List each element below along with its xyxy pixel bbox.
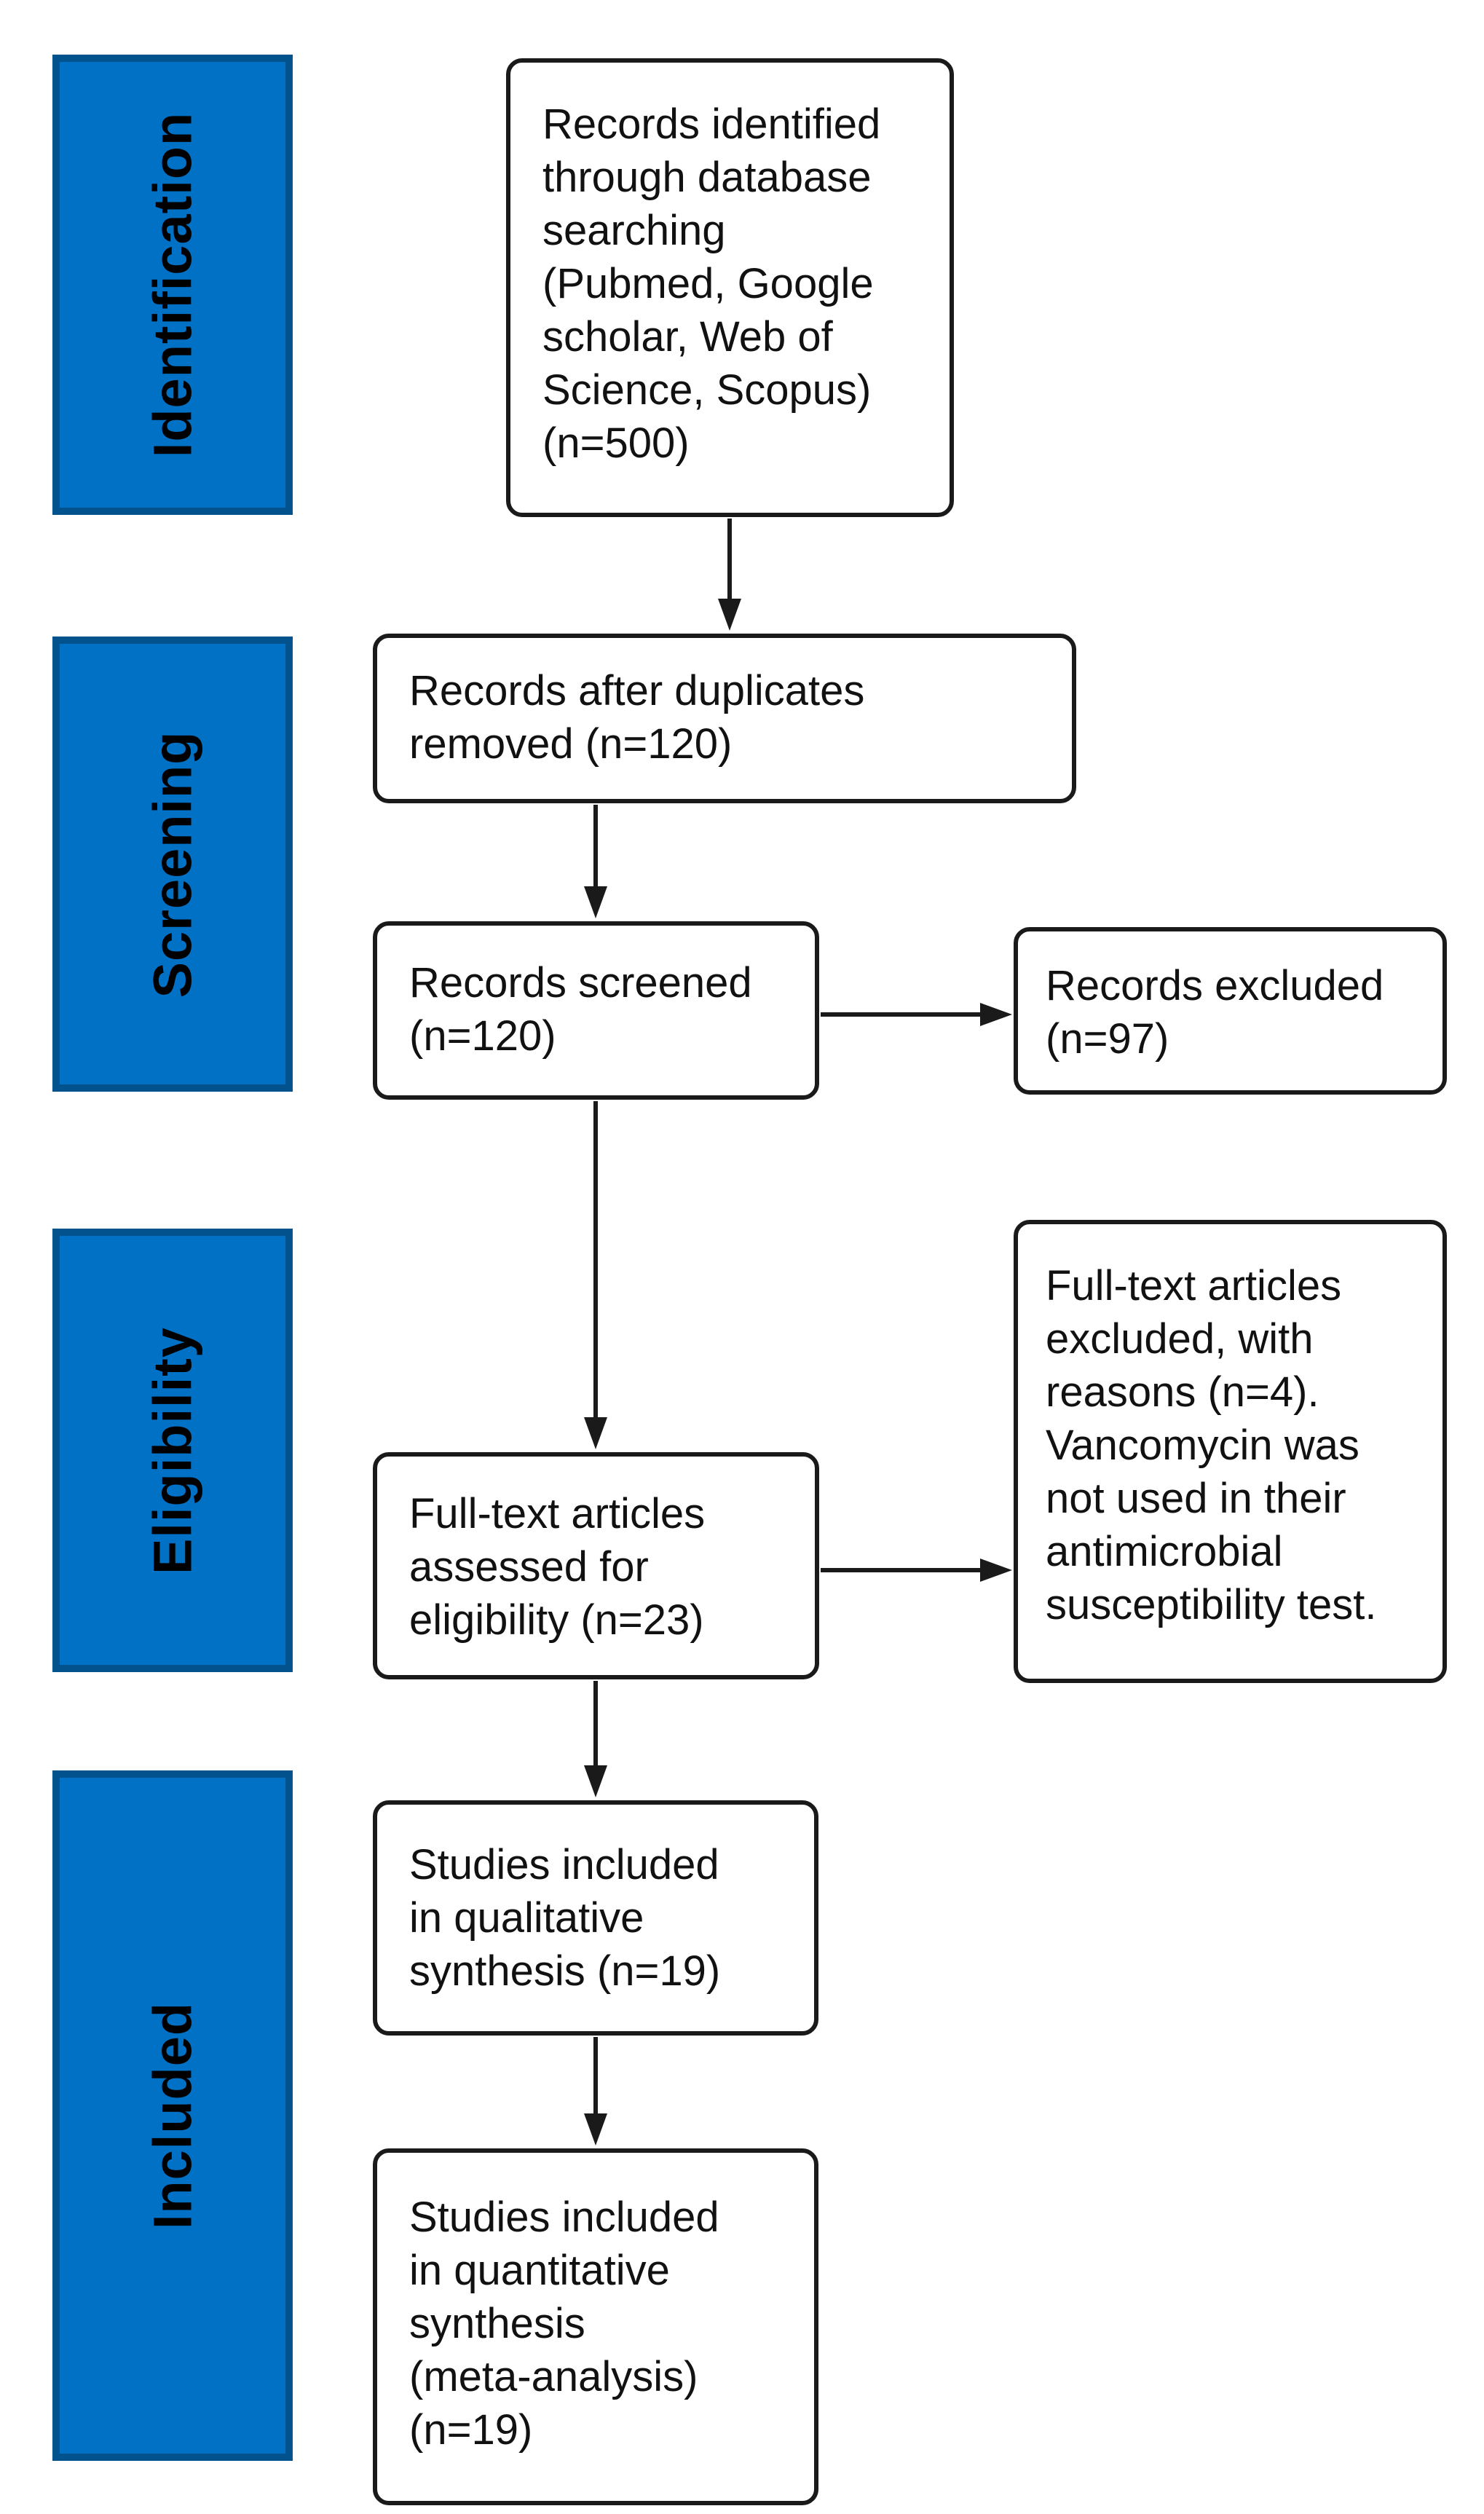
flow-box-fulltext-excluded: Full-text articles excluded, with reason…: [1014, 1220, 1447, 1683]
qualitative-synthesis-text: Studies included in qualitative synthesi…: [409, 1841, 721, 1995]
stage-included-label: Included: [142, 2001, 203, 2230]
duplicates-removed-text: Records after duplicates removed (n=120): [409, 667, 865, 768]
arrow-deduplicated-to-screened: [584, 805, 607, 918]
flow-box-qualitative-synthesis: Studies included in qualitative synthesi…: [373, 1800, 818, 2036]
flow-box-records-excluded: Records excluded (n=97): [1014, 927, 1447, 1095]
arrow-identified-to-deduplicated: [718, 519, 741, 631]
fulltext-excluded-text: Full-text articles excluded, with reason…: [1046, 1262, 1377, 1628]
stage-eligibility-label: Eligibility: [142, 1326, 203, 1575]
records-identified-text: Records identified through database sear…: [542, 101, 881, 467]
quantitative-synthesis-text: Studies included in quantitative synthes…: [409, 2194, 719, 2454]
stage-identification: Identification: [52, 55, 293, 515]
arrow-fulltext-to-qualitative: [584, 1681, 607, 1797]
records-excluded-text: Records excluded (n=97): [1046, 962, 1384, 1063]
arrow-screened-to-excluded: [821, 1003, 1012, 1026]
flow-box-records-screened: Records screened (n=120): [373, 921, 819, 1100]
flow-box-fulltext-assessed: Full-text articles assessed for eligibil…: [373, 1452, 819, 1679]
flow-box-duplicates-removed: Records after duplicates removed (n=120): [373, 634, 1076, 803]
flow-box-quantitative-synthesis: Studies included in quantitative synthes…: [373, 2148, 818, 2505]
stage-screening-label: Screening: [142, 730, 203, 998]
arrow-screened-to-fulltext: [584, 1101, 607, 1449]
arrow-fulltext-to-fulltext-excluded: [821, 1559, 1012, 1582]
stage-screening: Screening: [52, 637, 293, 1092]
arrow-qualitative-to-quantitative: [584, 2037, 607, 2145]
stage-identification-label: Identification: [142, 111, 203, 458]
flow-box-records-identified: Records identified through database sear…: [506, 58, 954, 517]
records-screened-text: Records screened (n=120): [409, 959, 752, 1060]
stage-eligibility: Eligibility: [52, 1229, 293, 1672]
stage-included: Included: [52, 1770, 293, 2461]
fulltext-assessed-text: Full-text articles assessed for eligibil…: [409, 1490, 706, 1644]
